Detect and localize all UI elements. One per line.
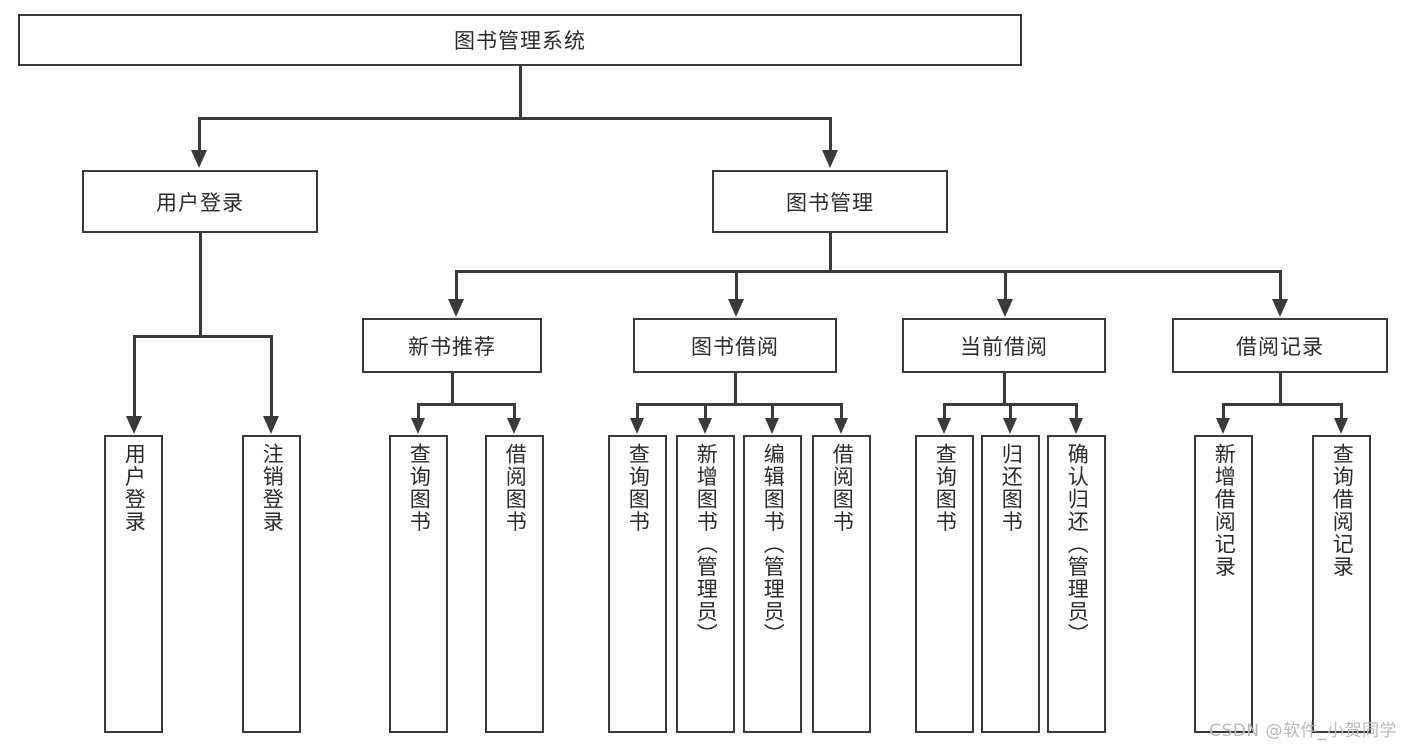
node-label: 用户登录 (156, 190, 244, 215)
arrowhead-to-current-borrow (997, 299, 1013, 317)
connector-bb-leaf-3 (771, 403, 774, 419)
connector-book-borrow-bar (636, 403, 843, 406)
connector-cb-leaf-3 (1075, 403, 1078, 419)
arrowhead-nbr-leaf-2 (507, 418, 521, 434)
leaf-nbr-borrow-book[interactable]: 借阅图书 (485, 435, 544, 733)
arrowhead-to-book-borrow (728, 299, 744, 317)
leaf-label: 新增图书（管理员） (694, 443, 719, 646)
connector-root-bar (198, 117, 831, 120)
connector-nbr-leaf-2 (513, 403, 516, 419)
arrowhead-cb-leaf-1 (937, 418, 951, 434)
node-current-borrow[interactable]: 当前借阅 (902, 318, 1106, 373)
connector-br-leaf-1 (1222, 403, 1225, 419)
arrowhead-cb-leaf-3 (1069, 418, 1083, 434)
connector-to-current-borrow (1004, 270, 1007, 302)
arrowhead-root-to-book-management (822, 150, 838, 168)
node-borrow-record[interactable]: 借阅记录 (1172, 318, 1388, 373)
leaf-label: 查询图书 (407, 443, 432, 533)
arrowhead-bb-leaf-4 (834, 418, 848, 434)
leaf-cb-query-book[interactable]: 查询图书 (915, 435, 974, 733)
connector-borrow-record-stem (1279, 373, 1282, 405)
connector-book-management-stem (829, 233, 832, 272)
arrowhead-bb-leaf-1 (630, 418, 644, 434)
leaf-label: 确认归还（管理员） (1065, 443, 1090, 646)
arrowhead-root-to-user-login (191, 150, 207, 168)
leaf-br-add-record[interactable]: 新增借阅记录 (1194, 435, 1253, 733)
node-label: 当前借阅 (960, 334, 1048, 359)
connector-user-login-bar (133, 335, 273, 338)
connector-cb-leaf-2 (1009, 403, 1012, 419)
node-label: 新书推荐 (408, 334, 496, 359)
node-label: 借阅记录 (1236, 334, 1324, 359)
leaf-label: 借阅图书 (830, 443, 855, 533)
connector-user-login-stem (199, 233, 202, 337)
connector-br-leaf-2 (1340, 403, 1343, 419)
node-label: 图书管理系统 (454, 29, 586, 53)
leaf-cb-confirm-return-admin[interactable]: 确认归还（管理员） (1047, 435, 1106, 733)
leaf-label: 借阅图书 (503, 443, 528, 533)
leaf-label: 查询借阅记录 (1330, 443, 1355, 578)
arrowhead-to-new-book-recommend (448, 299, 464, 317)
connector-root-to-book-management (829, 117, 832, 153)
leaf-bb-edit-book-admin[interactable]: 编辑图书（管理员） (743, 435, 802, 733)
connector-bb-leaf-2 (704, 403, 707, 419)
connector-bb-leaf-4 (840, 403, 843, 419)
node-book-management[interactable]: 图书管理 (712, 170, 948, 233)
connector-to-borrow-record (1279, 270, 1282, 302)
node-new-book-recommend[interactable]: 新书推荐 (362, 318, 542, 373)
connector-root-stem (519, 66, 522, 119)
connector-bb-leaf-1 (636, 403, 639, 419)
connector-to-book-borrow (735, 270, 738, 302)
node-label: 图书管理 (786, 190, 874, 215)
leaf-label: 查询图书 (933, 443, 958, 533)
arrowhead-br-leaf-2 (1334, 418, 1348, 434)
arrowhead-nbr-leaf-1 (411, 418, 425, 434)
arrowhead-user-login-leaf-1 (126, 416, 142, 434)
arrowhead-br-leaf-1 (1216, 418, 1230, 434)
connector-user-login-leaf-1 (133, 335, 136, 419)
leaf-label: 新增借阅记录 (1212, 443, 1237, 578)
connector-current-borrow-stem (1003, 373, 1006, 405)
arrowhead-bb-leaf-2 (698, 418, 712, 434)
connector-nbr-leaf-1 (417, 403, 420, 419)
arrowhead-bb-leaf-3 (765, 418, 779, 434)
connector-level2-bar (455, 270, 1282, 273)
leaf-bb-borrow-book[interactable]: 借阅图书 (812, 435, 871, 733)
arrowhead-to-borrow-record (1272, 299, 1288, 317)
node-user-login[interactable]: 用户登录 (82, 170, 318, 233)
leaf-nbr-query-book[interactable]: 查询图书 (389, 435, 448, 733)
connector-book-borrow-stem (734, 373, 737, 405)
watermark-text: CSDN @软件_小贺同学 (1209, 721, 1397, 741)
leaf-label: 注销登录 (260, 443, 285, 533)
leaf-label: 查询图书 (626, 443, 651, 533)
node-book-borrow[interactable]: 图书借阅 (633, 318, 837, 373)
arrowhead-cb-leaf-2 (1003, 418, 1017, 434)
leaf-label: 用户登录 (122, 443, 147, 533)
leaf-cb-return-book[interactable]: 归还图书 (981, 435, 1040, 733)
connector-root-to-user-login (198, 117, 201, 153)
connector-user-login-leaf-2 (270, 335, 273, 419)
leaf-user-login-login[interactable]: 用户登录 (104, 435, 163, 733)
connector-cb-leaf-1 (943, 403, 946, 419)
connector-new-book-recommend-stem (451, 373, 454, 405)
leaf-user-login-logout[interactable]: 注销登录 (242, 435, 301, 733)
leaf-br-query-record[interactable]: 查询借阅记录 (1312, 435, 1371, 733)
leaf-bb-query-book[interactable]: 查询图书 (608, 435, 667, 733)
node-label: 图书借阅 (691, 334, 779, 359)
connector-borrow-record-bar (1222, 403, 1342, 406)
leaf-bb-add-book-admin[interactable]: 新增图书（管理员） (676, 435, 735, 733)
connector-new-book-recommend-bar (417, 403, 516, 406)
arrowhead-user-login-leaf-2 (263, 416, 279, 434)
node-root-library-management-system[interactable]: 图书管理系统 (18, 14, 1022, 66)
leaf-label: 编辑图书（管理员） (761, 443, 786, 646)
connector-to-new-book-recommend (455, 270, 458, 302)
leaf-label: 归还图书 (999, 443, 1024, 533)
